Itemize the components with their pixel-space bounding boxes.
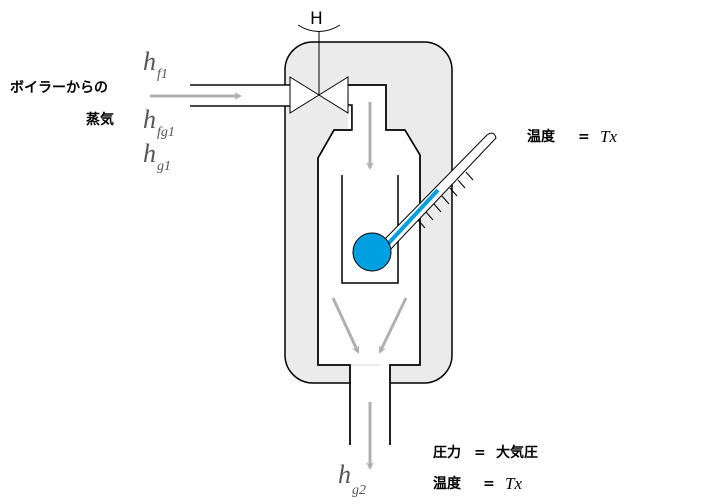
equals: = (578, 129, 590, 145)
h-g2-subscript: g2 (352, 483, 366, 498)
throttle-valve (289, 24, 349, 114)
valve-label: H (310, 9, 323, 29)
h-symbol: h (143, 105, 156, 134)
inlet-label-2: 蒸気 (86, 111, 114, 128)
pressure-value: 大気圧 (496, 444, 538, 461)
flow-arrow-left (331, 297, 360, 354)
temp-label: 温度 (527, 128, 556, 145)
outlet-temp-label: 温度 (433, 475, 462, 492)
h-symbol: h (143, 139, 156, 168)
temp-value: Tx (600, 127, 617, 146)
outlet-temp-value: Tx (505, 474, 522, 493)
h-g1-subscript: g1 (157, 159, 171, 174)
equals: = (483, 476, 495, 492)
h-f1-subscript: f1 (157, 67, 168, 82)
h-symbol: h (338, 460, 351, 489)
flow-arrow-right (378, 297, 408, 354)
thermometer-icon (352, 132, 497, 272)
equals: = (474, 445, 486, 461)
h-symbol: h (143, 47, 156, 76)
inlet-label-1: ボイラーからの (10, 80, 108, 96)
h-fg1-subscript: fg1 (157, 125, 175, 140)
pressure-label: 圧力 (433, 444, 461, 461)
